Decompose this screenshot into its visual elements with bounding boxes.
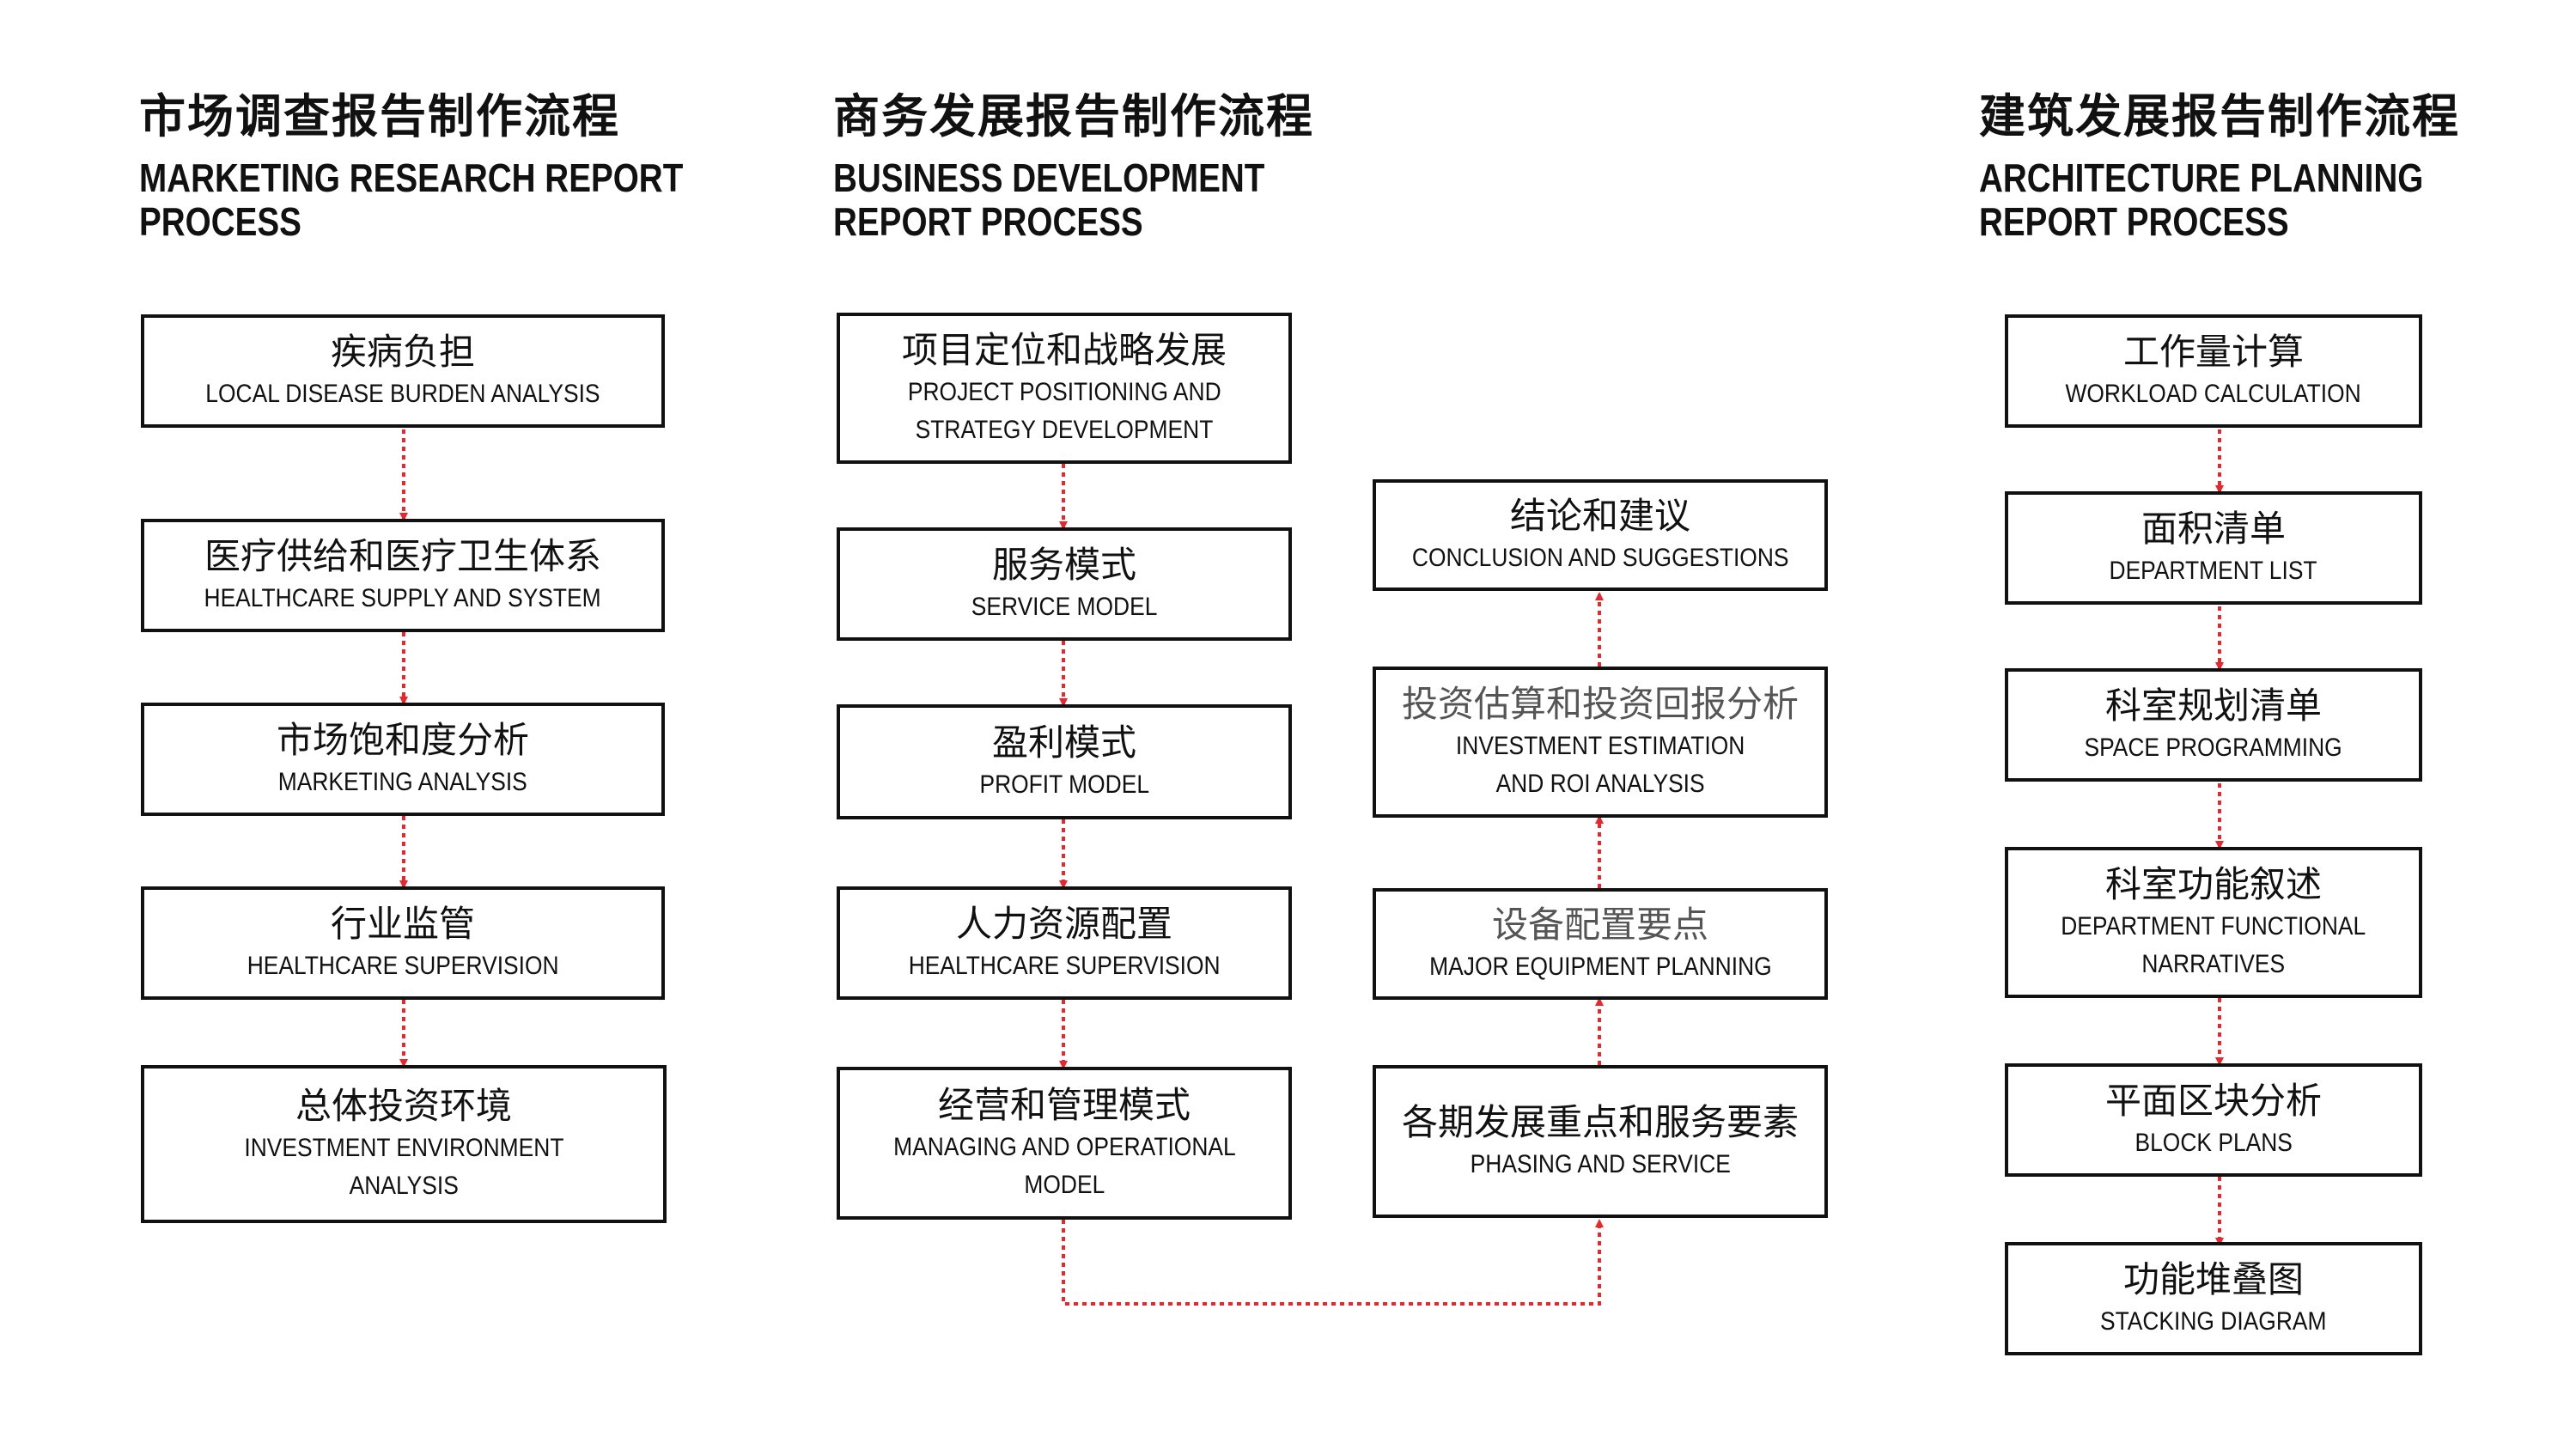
architecture-title-en-line-2: REPORT PROCESS <box>1979 199 2289 244</box>
step-en-2: AND ROI ANALYSIS <box>1495 770 1705 798</box>
step-en: MAJOR EQUIPMENT PLANNING <box>1428 953 1772 981</box>
step-service-model: 服务模式 SERVICE MODEL <box>837 527 1292 641</box>
step-en: SERVICE MODEL <box>971 593 1158 621</box>
step-cn: 行业监管 <box>330 903 475 945</box>
marketing-header: 市场调查报告制作流程 MARKETING RESEARCH REPORT PRO… <box>139 88 787 244</box>
step-en: PROFIT MODEL <box>979 770 1149 799</box>
step-department-list: 面积清单 DEPARTMENT LIST <box>2005 491 2422 605</box>
step-cn: 经营和管理模式 <box>937 1084 1191 1126</box>
step-cn: 医疗供给和医疗卫生体系 <box>204 535 601 577</box>
architecture-title-en: ARCHITECTURE PLANNING REPORT PROCESS <box>1979 156 2423 244</box>
step-cn: 项目定位和战略发展 <box>901 329 1227 371</box>
step-cn: 功能堆叠图 <box>2122 1258 2304 1300</box>
step-functional-narratives: 科室功能叙述 DEPARTMENT FUNCTIONAL NARRATIVES <box>2005 847 2422 998</box>
business-header: 商务发展报告制作流程 BUSINESS DEVELOPMENT REPORT P… <box>833 88 1347 244</box>
step-management-model: 经营和管理模式 MANAGING AND OPERATIONAL MODEL <box>837 1067 1292 1220</box>
step-workload-calculation: 工作量计算 WORKLOAD CALCULATION <box>2005 314 2422 428</box>
step-en: INVESTMENT ENVIRONMENT <box>243 1134 564 1162</box>
step-cn: 科室功能叙述 <box>2104 863 2322 905</box>
step-cn: 疾病负担 <box>330 331 475 373</box>
step-en-2: NARRATIVES <box>2141 950 2286 978</box>
step-investment-roi: 投资估算和投资回报分析 INVESTMENT ESTIMATION AND RO… <box>1373 667 1828 818</box>
step-block-plans: 平面区块分析 BLOCK PLANS <box>2005 1063 2422 1177</box>
step-human-resources: 人力资源配置 HEALTHCARE SUPERVISION <box>837 886 1292 1000</box>
step-en: SPACE PROGRAMMING <box>2084 734 2343 762</box>
step-healthcare-supply: 医疗供给和医疗卫生体系 HEALTHCARE SUPPLY AND SYSTEM <box>141 519 665 632</box>
step-en: WORKLOAD CALCULATION <box>2065 380 2362 408</box>
marketing-title-cn: 市场调查报告制作流程 <box>139 89 620 143</box>
arrow-business-loop <box>1062 1219 1604 1306</box>
step-cn: 人力资源配置 <box>955 903 1172 945</box>
step-cn: 科室规划清单 <box>2104 685 2322 727</box>
step-en-2: ANALYSIS <box>349 1172 459 1200</box>
architecture-title-en-line-1: ARCHITECTURE PLANNING <box>1979 155 2424 200</box>
marketing-title-en-line-2: PROCESS <box>139 199 301 244</box>
marketing-title-en: MARKETING RESEARCH REPORT PROCESS <box>139 156 683 244</box>
step-stacking-diagram: 功能堆叠图 STACKING DIAGRAM <box>2005 1242 2422 1355</box>
step-en: MANAGING AND OPERATIONAL <box>892 1133 1236 1161</box>
step-disease-burden: 疾病负担 LOCAL DISEASE BURDEN ANALYSIS <box>141 314 665 428</box>
step-en: PROJECT POSITIONING AND <box>907 378 1221 406</box>
step-en-2: MODEL <box>1024 1171 1105 1199</box>
step-equipment-planning: 设备配置要点 MAJOR EQUIPMENT PLANNING <box>1373 888 1828 1000</box>
step-cn: 总体投资环境 <box>295 1085 512 1127</box>
step-cn: 各期发展重点和服务要素 <box>1401 1101 1799 1143</box>
step-industry-supervision: 行业监管 HEALTHCARE SUPERVISION <box>141 886 665 1000</box>
step-cn: 平面区块分析 <box>2104 1080 2322 1122</box>
architecture-header: 建筑发展报告制作流程 ARCHITECTURE PLANNING REPORT … <box>1979 88 2508 244</box>
step-cn: 投资估算和投资回报分析 <box>1401 683 1799 725</box>
step-cn: 市场饱和度分析 <box>276 719 529 761</box>
step-conclusion: 结论和建议 CONCLUSION AND SUGGESTIONS <box>1373 479 1828 591</box>
step-en: MARKETING ANALYSIS <box>278 768 527 796</box>
step-en: DEPARTMENT FUNCTIONAL <box>2061 912 2366 941</box>
step-space-programming: 科室规划清单 SPACE PROGRAMMING <box>2005 668 2422 782</box>
step-en: INVESTMENT ESTIMATION <box>1455 732 1745 760</box>
step-cn: 工作量计算 <box>2122 331 2304 373</box>
step-cn: 设备配置要点 <box>1491 904 1708 946</box>
step-project-positioning: 项目定位和战略发展 PROJECT POSITIONING AND STRATE… <box>837 313 1292 464</box>
business-title-cn: 商务发展报告制作流程 <box>833 89 1314 143</box>
step-profit-model: 盈利模式 PROFIT MODEL <box>837 704 1292 819</box>
step-en: CONCLUSION AND SUGGESTIONS <box>1411 544 1789 572</box>
step-en: PHASING AND SERVICE <box>1470 1150 1731 1178</box>
step-en: STACKING DIAGRAM <box>2100 1307 2327 1336</box>
step-en: LOCAL DISEASE BURDEN ANALYSIS <box>205 380 600 408</box>
step-en-2: STRATEGY DEVELOPMENT <box>915 416 1214 444</box>
step-en: HEALTHCARE SUPERVISION <box>247 952 559 980</box>
step-cn: 服务模式 <box>991 544 1136 586</box>
business-title-en-line-2: REPORT PROCESS <box>833 199 1143 244</box>
step-market-saturation: 市场饱和度分析 MARKETING ANALYSIS <box>141 703 665 816</box>
step-en: DEPARTMENT LIST <box>2109 557 2318 585</box>
step-phasing-service: 各期发展重点和服务要素 PHASING AND SERVICE <box>1373 1065 1828 1218</box>
step-cn: 结论和建议 <box>1509 495 1690 537</box>
business-title-en: BUSINESS DEVELOPMENT REPORT PROCESS <box>833 156 1264 244</box>
step-cn: 面积清单 <box>2141 508 2286 550</box>
marketing-title-en-line-1: MARKETING RESEARCH REPORT <box>139 155 684 200</box>
step-en: HEALTHCARE SUPPLY AND SYSTEM <box>204 584 602 612</box>
step-investment-environment: 总体投资环境 INVESTMENT ENVIRONMENT ANALYSIS <box>141 1065 667 1223</box>
step-cn: 盈利模式 <box>991 721 1136 764</box>
step-en: BLOCK PLANS <box>2134 1129 2293 1157</box>
business-title-en-line-1: BUSINESS DEVELOPMENT <box>833 155 1265 200</box>
architecture-title-cn: 建筑发展报告制作流程 <box>1979 89 2460 143</box>
step-en: HEALTHCARE SUPERVISION <box>908 952 1221 980</box>
